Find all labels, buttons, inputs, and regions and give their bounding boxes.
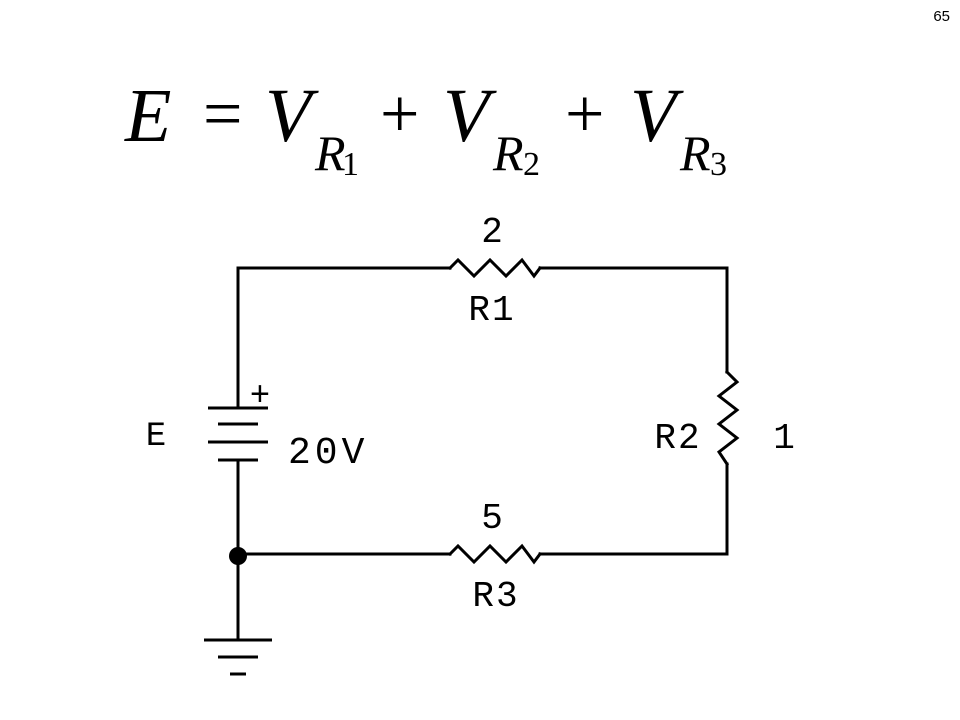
ground-symbol — [204, 638, 272, 676]
resistor-r1-value: 2 — [481, 212, 503, 253]
resistor-r3-name: R3 — [472, 576, 519, 617]
equation-term-3-sub-letter: R — [680, 125, 711, 181]
resistor-r3-value: 5 — [481, 498, 503, 539]
battery-name-label: E — [146, 418, 166, 456]
equation-term-3-sub-number: 3 — [710, 146, 727, 183]
resistor-r3-symbol — [447, 543, 543, 565]
equation-plus-1: + — [380, 76, 420, 153]
resistor-r1-symbol — [447, 257, 543, 279]
page-number: 65 — [933, 8, 950, 25]
equation-plus-2: + — [565, 76, 605, 153]
wire-top-left — [236, 266, 452, 410]
junction-node — [229, 547, 247, 565]
resistor-r2-name: R2 — [654, 418, 701, 459]
kvl-equation: E = V R 1 + V R 2 + V R 3 — [125, 78, 765, 188]
equation-term-1-sub-number: 1 — [342, 146, 359, 183]
battery-symbol — [208, 406, 268, 462]
battery-polarity-plus: + — [250, 378, 270, 416]
equation-term-2-sub-letter: R — [493, 125, 524, 181]
equation-term-1-sub-letter: R — [315, 125, 346, 181]
wire-bottom-right — [538, 462, 729, 556]
equation-term-2-sub-number: 2 — [523, 146, 540, 183]
equation-term-3-symbol: V — [630, 74, 677, 158]
equation-lhs: E — [125, 74, 172, 158]
resistor-r2-symbol — [716, 369, 740, 467]
equation-term-1-symbol: V — [265, 74, 312, 158]
resistor-r2-value: 1 — [773, 418, 795, 459]
equation-equals: = — [203, 76, 243, 153]
equation-term-2-symbol: V — [443, 74, 490, 158]
resistor-r1-name: R1 — [468, 290, 515, 331]
wire-top-right — [538, 266, 729, 374]
battery-value-label: 20V — [288, 432, 368, 475]
